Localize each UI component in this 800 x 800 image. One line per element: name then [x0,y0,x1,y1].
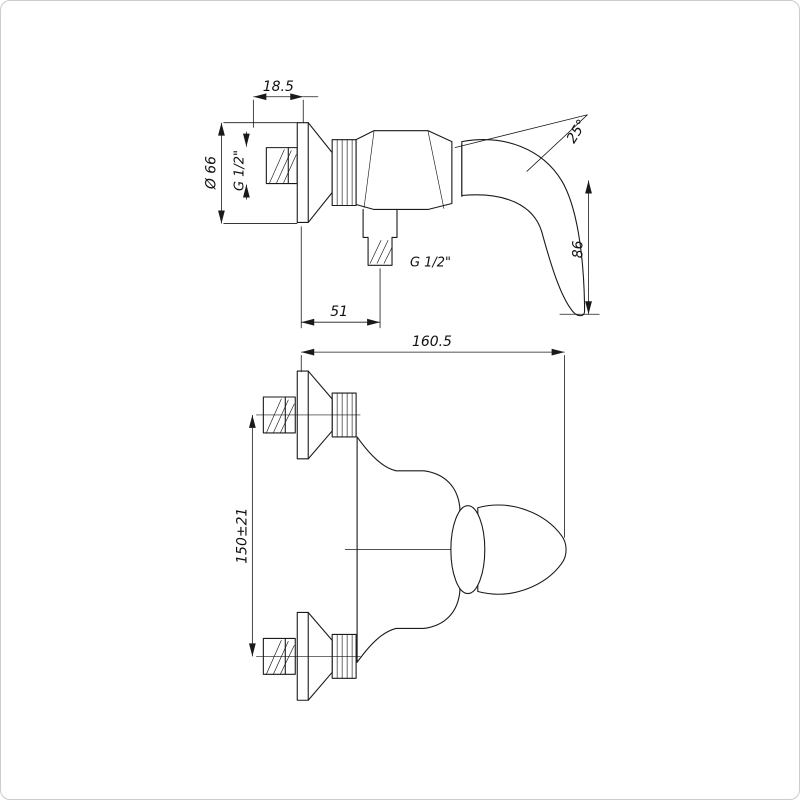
side-view-dimensions: 18.5 Ø 66 G 1/2" 25° [203,79,600,329]
dim-label-handle-angle: 25° [564,117,591,146]
dim-label-overall-length: 160.5 [412,334,452,350]
dim-centers-distance: 150±21 [234,414,256,657]
dim-top-offset: 18.5 [252,79,319,128]
dim-label-handle-height: 86 [571,240,587,258]
dim-label-centers-distance: 150±21 [234,508,250,564]
dim-overall-length: 160.5 [300,334,565,538]
handle-cap-front [477,504,567,595]
dim-label-outlet-thread: G 1/2" [410,255,451,270]
mixer-body-side [355,130,463,211]
thread-hatching [269,149,297,184]
dim-inlet-thread: G 1/2" [232,131,250,200]
dim-flange-diameter: Ø 66 [203,122,298,224]
outlet-thread-hatching [369,240,393,264]
lock-nut-side [331,139,357,207]
dim-label-spout-offset: 51 [330,304,348,320]
wall-flange-side [296,122,333,223]
dim-label-flange-diameter: Ø 66 [203,156,219,190]
dim-label-top-offset: 18.5 [263,79,294,95]
front-view-dimensions: 160.5 150±21 [234,334,565,657]
dim-handle-height: 86 [559,180,600,315]
lever-handle-side [461,139,586,317]
outlet-pipe-side [362,208,398,266]
inlet-nipple-side [265,147,298,185]
cartridge-dome-front [450,505,486,595]
dim-spout-offset: 51 [300,226,381,329]
side-view [265,122,586,317]
dim-label-inlet-thread: G 1/2" [232,150,247,191]
front-view [256,370,567,701]
